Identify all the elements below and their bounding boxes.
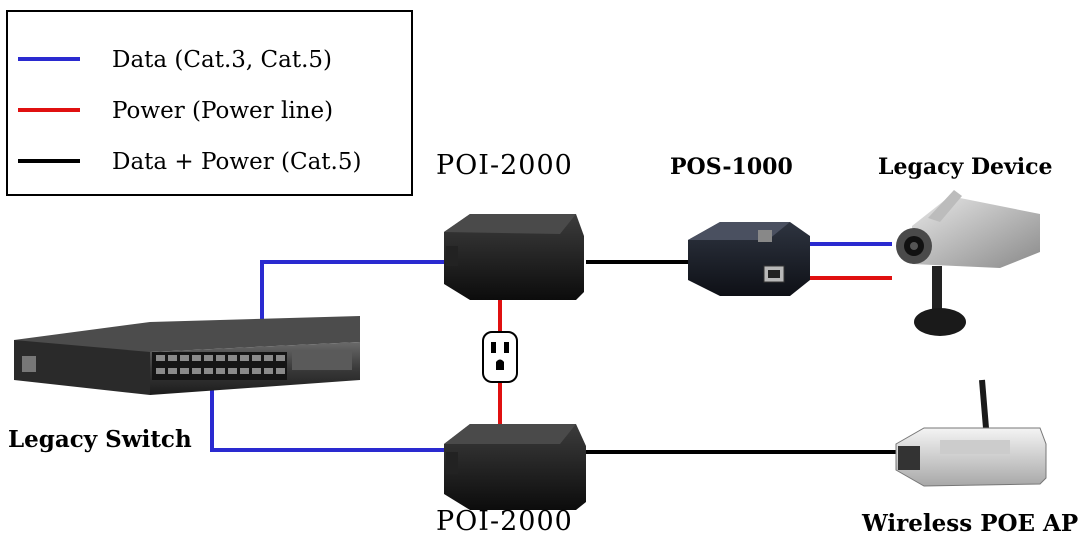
legend-swatch-data bbox=[18, 57, 80, 61]
legacy-device-label: Legacy Device bbox=[878, 154, 1053, 180]
wireless-ap-device bbox=[895, 379, 1047, 487]
pos-device bbox=[688, 222, 810, 296]
legend-box: Data (Cat.3, Cat.5) Power (Power line) D… bbox=[6, 10, 413, 196]
legend-label-data: Data (Cat.3, Cat.5) bbox=[112, 47, 332, 73]
legend-swatch-power bbox=[18, 108, 80, 112]
legend-label-data-power: Data + Power (Cat.5) bbox=[112, 149, 362, 175]
poi-top-device bbox=[444, 214, 584, 300]
switch-to-poi-bottom-cable bbox=[210, 372, 448, 452]
power-outlet-icon bbox=[482, 331, 518, 383]
legend-swatch-data-power bbox=[18, 159, 80, 163]
legacy-device-camera bbox=[896, 190, 1040, 336]
legacy-switch-device bbox=[14, 316, 360, 395]
pos-label: POS-1000 bbox=[670, 154, 793, 180]
wireless-ap-label: Wireless POE AP bbox=[862, 510, 1078, 537]
legend-label-power: Power (Power line) bbox=[112, 98, 334, 124]
legend-item-data: Data (Cat.3, Cat.5) bbox=[8, 45, 411, 75]
poi-bottom-device bbox=[444, 424, 586, 510]
legacy-switch-label: Legacy Switch bbox=[8, 426, 192, 453]
poi-bottom-label: POI-2000 bbox=[436, 506, 573, 537]
poi-top-label: POI-2000 bbox=[436, 150, 573, 181]
legend-item-data-power: Data + Power (Cat.5) bbox=[8, 147, 411, 177]
legend-item-power: Power (Power line) bbox=[8, 96, 411, 126]
cables bbox=[210, 242, 900, 454]
